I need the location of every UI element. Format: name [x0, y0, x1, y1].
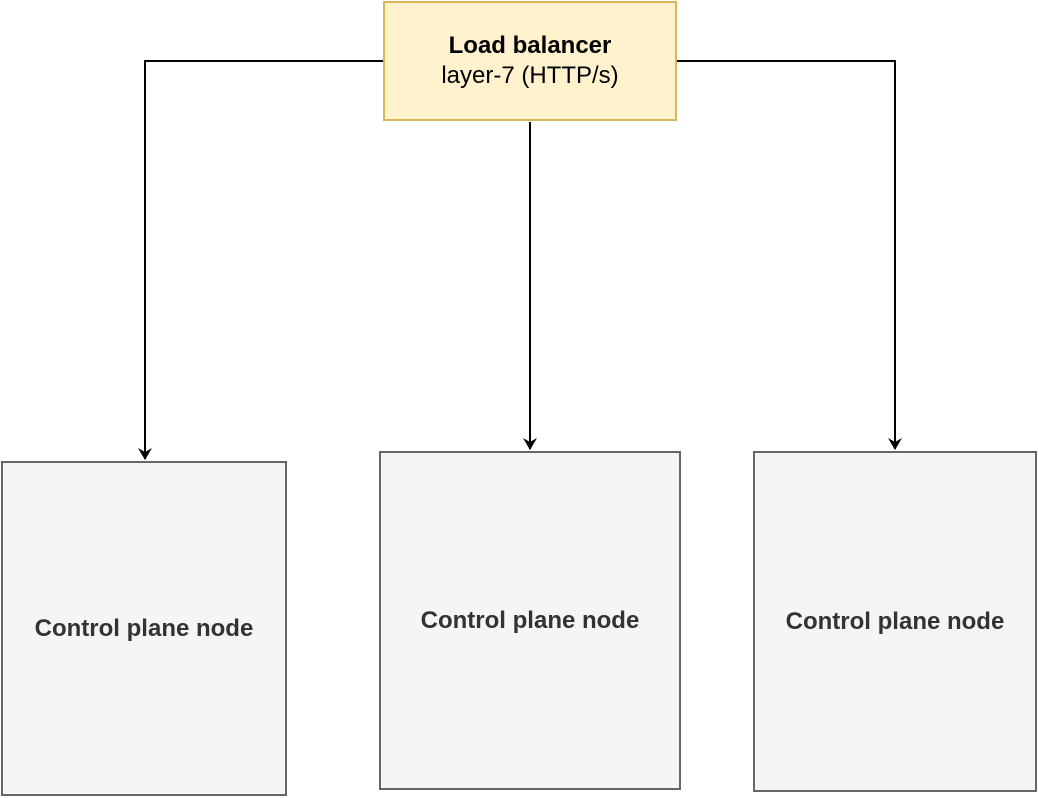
control-plane-node-label: Control plane node: [785, 607, 1005, 635]
control-plane-node-label: Control plane node: [34, 614, 254, 642]
control-plane-node-label: Control plane node: [420, 606, 640, 634]
control-plane-node-1[interactable]: Control plane node: [1, 461, 287, 796]
load-balancer-title: Load balancer: [448, 32, 612, 59]
control-plane-node-3[interactable]: Control plane node: [753, 451, 1037, 792]
load-balancer-subtitle: layer-7 (HTTP/s): [441, 62, 619, 89]
control-plane-node-2[interactable]: Control plane node: [379, 451, 681, 790]
load-balancer-node[interactable]: Load balancer layer-7 (HTTP/s): [383, 1, 677, 121]
connector-lb-to-node-1: [138, 60, 383, 460]
connector-lb-to-node-3: [677, 60, 902, 450]
